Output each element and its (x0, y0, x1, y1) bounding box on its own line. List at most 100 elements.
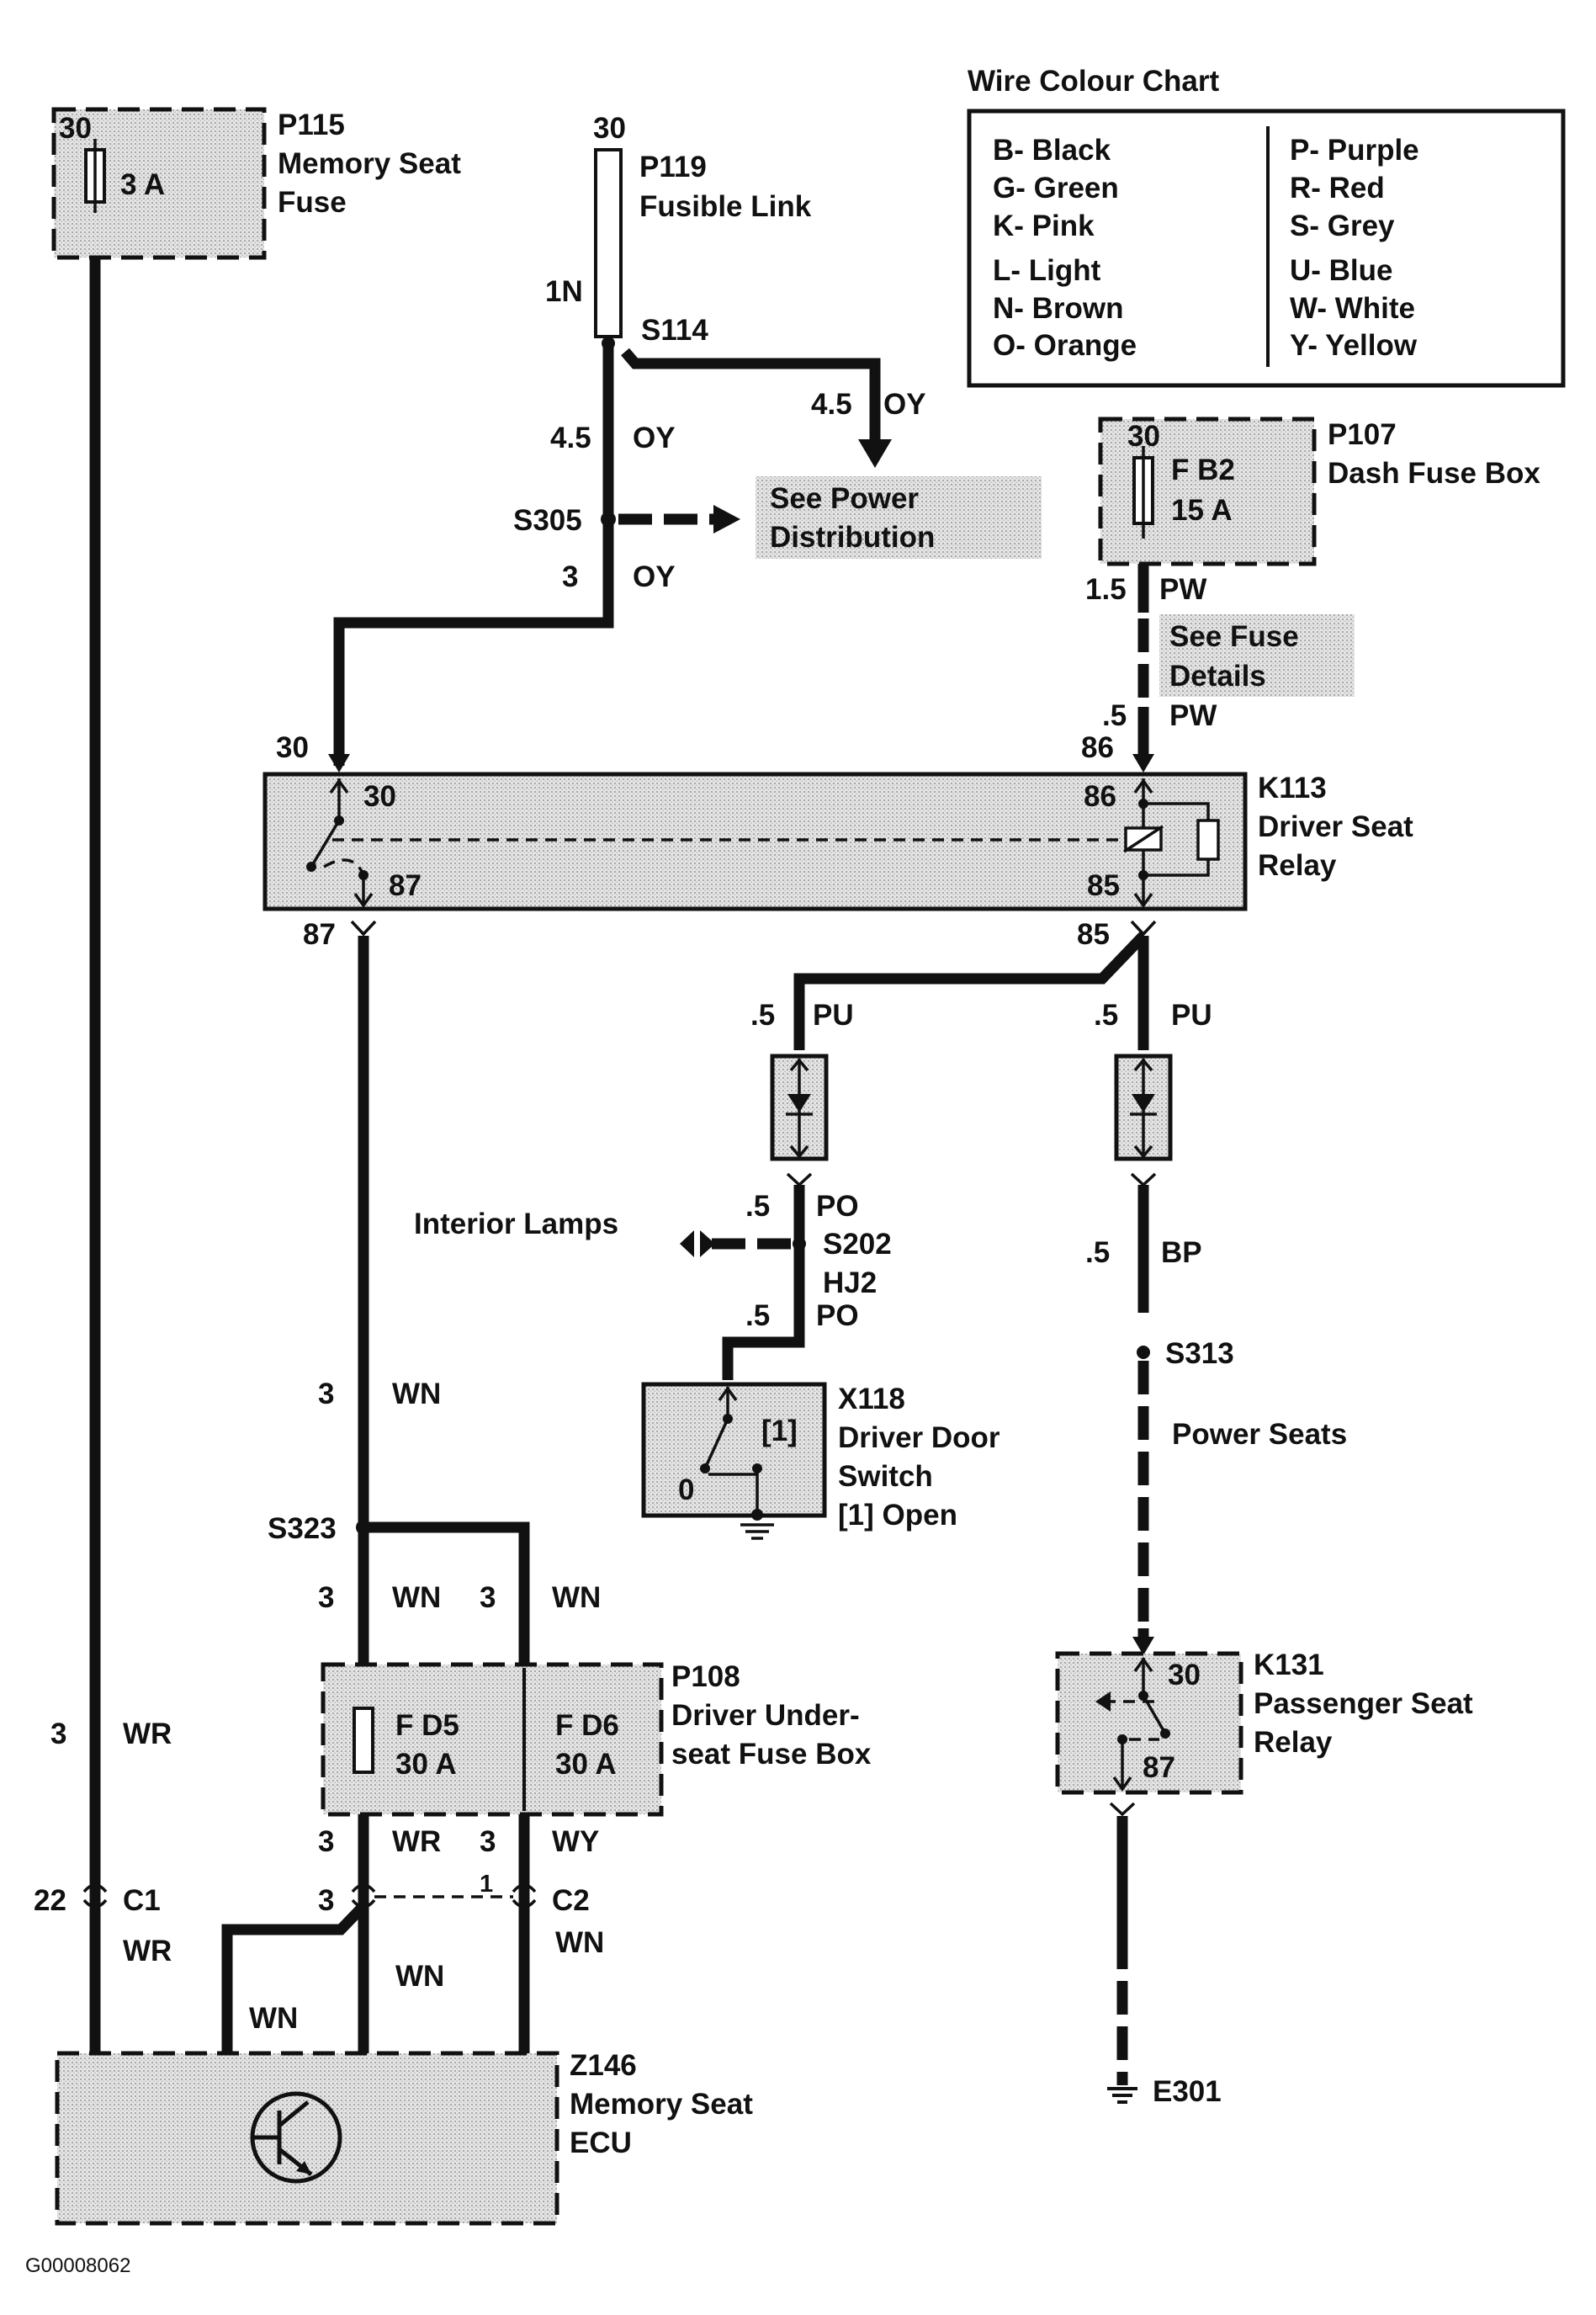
colour-entry: G- Green (993, 172, 1119, 204)
z146-memory-seat-ecu: Z146 Memory Seat ECU (55, 2049, 753, 2226)
x118-pos: 0 (678, 1473, 694, 1506)
wire-colour: PW (1159, 573, 1206, 606)
c2-label: C2 (552, 1884, 590, 1917)
k113-name: Driver Seat (1258, 810, 1413, 843)
wire-size: 4.5 (550, 422, 591, 454)
wire-colour: WN (395, 1960, 444, 1993)
p115-id: P115 (278, 109, 345, 141)
colour-entry: L- Light (993, 254, 1101, 287)
wire-colour: BP (1161, 1236, 1202, 1269)
wire-size: 3 (50, 1718, 66, 1750)
k113-pin: 86 (1081, 731, 1114, 764)
splice-s313 (1137, 1346, 1150, 1359)
diode-icon (1132, 1094, 1155, 1112)
p108-driver-underseat-fuse-box: F D5 30 A F D6 30 A P108 Driver Under- s… (321, 1660, 872, 1817)
connector-c2: 3 1 C2 WN (318, 1871, 604, 1959)
p107-id: P107 (1328, 418, 1397, 451)
ground-e301: E301 (1107, 2075, 1222, 2108)
wire-size: 3 (480, 1581, 496, 1614)
colour-entry: O- Orange (993, 329, 1137, 362)
wire-colour: PU (1171, 999, 1212, 1032)
p108-fuse: F D6 (555, 1709, 619, 1742)
k131-name: Passenger Seat (1254, 1687, 1473, 1720)
wire-colour: PO (816, 1299, 859, 1332)
p107-rating: 15 A (1171, 494, 1233, 527)
wire-colour: WN (392, 1378, 441, 1410)
wire-colour: WR (123, 1718, 172, 1750)
wire-colour: WN (392, 1581, 441, 1614)
s202-sub: HJ2 (823, 1266, 877, 1299)
x118-name: [1] Open (838, 1499, 957, 1532)
p107-name: Dash Fuse Box (1328, 457, 1540, 490)
wire-size: 3 (318, 1825, 334, 1858)
colour-entry: B- Black (993, 134, 1111, 167)
p107-pin: 30 (1127, 420, 1160, 453)
p119-pin: 30 (593, 112, 626, 145)
k131-passenger-seat-relay: 30 87 K131 Passenger Seat Relay (1055, 1637, 1473, 1795)
s202-id: S202 (823, 1228, 892, 1261)
wire-size: .5 (745, 1299, 770, 1332)
p119-wire: 1N (545, 275, 583, 308)
wire-size: 3 (318, 1378, 334, 1410)
k131-name: Relay (1254, 1726, 1333, 1759)
colour-entry: W- White (1290, 292, 1415, 325)
p119-fusible-link: 30 P119 Fusible Link 1N (545, 112, 812, 338)
arrow-down-icon (858, 439, 892, 468)
colour-entry: U- Blue (1290, 254, 1393, 287)
wire-colour: PW (1169, 699, 1217, 732)
figure-code: G00008062 (25, 2254, 130, 2277)
splice-s305: 4.5 OY S305 3 OY See Power Distribution (513, 422, 1042, 593)
k113-driver-seat-relay: 30 86 87 85 30 87 86 85 K113 Driver Seat (262, 731, 1413, 951)
p119-id: P119 (639, 151, 707, 183)
wire-size: .5 (1102, 699, 1127, 732)
colour-entry: N- Brown (993, 292, 1124, 325)
wire-size: 3 (562, 560, 578, 593)
p115-name: Memory Seat (278, 147, 461, 180)
c2-pin: 1 (480, 1871, 493, 1898)
p107-note: Details (1169, 660, 1266, 693)
splice-s202 (793, 1237, 806, 1250)
colour-entry: S- Grey (1290, 210, 1395, 242)
wire-pu-left (793, 932, 1148, 1050)
s305-note: See Power (770, 482, 919, 515)
k113-pin: 85 (1087, 869, 1120, 902)
p115-pin: 30 (59, 112, 92, 145)
p115-name: Fuse (278, 186, 347, 219)
s313-label: Power Seats (1172, 1418, 1347, 1451)
p115-rating: 3 A (120, 168, 165, 201)
wire-size: .5 (1085, 1236, 1110, 1269)
wire-wn-b-upper (363, 1521, 530, 1683)
wire-size: .5 (745, 1190, 770, 1223)
wire-po (722, 1185, 805, 1380)
wire-colour: OY (883, 388, 926, 421)
k113-pin: 30 (276, 731, 309, 764)
s313-id: S313 (1165, 1337, 1234, 1370)
diode-icon (787, 1094, 811, 1112)
wire-size: 3 (318, 1581, 334, 1614)
p108-fuse: F D5 (395, 1709, 459, 1742)
wire-size: 3 (480, 1825, 496, 1858)
p108-rating: 30 A (555, 1748, 617, 1781)
k131-pin: 87 (1143, 1751, 1175, 1784)
p108-rating: 30 A (395, 1748, 457, 1781)
k113-name: Relay (1258, 849, 1337, 882)
p108-id: P108 (671, 1660, 740, 1693)
colour-entry: R- Red (1290, 172, 1385, 204)
s323-id: S323 (268, 1512, 337, 1545)
wire-size: .5 (750, 999, 775, 1032)
resistor-icon (1196, 819, 1220, 861)
arrow-right-icon (713, 505, 740, 534)
wire-colour: PU (813, 999, 854, 1032)
p119-name: Fusible Link (639, 190, 812, 223)
wire-colour: WN (249, 2002, 298, 2035)
s114-id: S114 (641, 314, 708, 347)
colour-entry: P- Purple (1290, 134, 1419, 167)
s305-id: S305 (513, 504, 582, 537)
diode-right (1114, 1054, 1173, 1161)
k113-id: K113 (1258, 772, 1327, 804)
c1-label: C1 (123, 1884, 161, 1917)
k113-pin: 86 (1084, 780, 1116, 813)
wire-size: 1.5 (1085, 573, 1127, 606)
colour-entry: Y- Yellow (1290, 329, 1418, 362)
